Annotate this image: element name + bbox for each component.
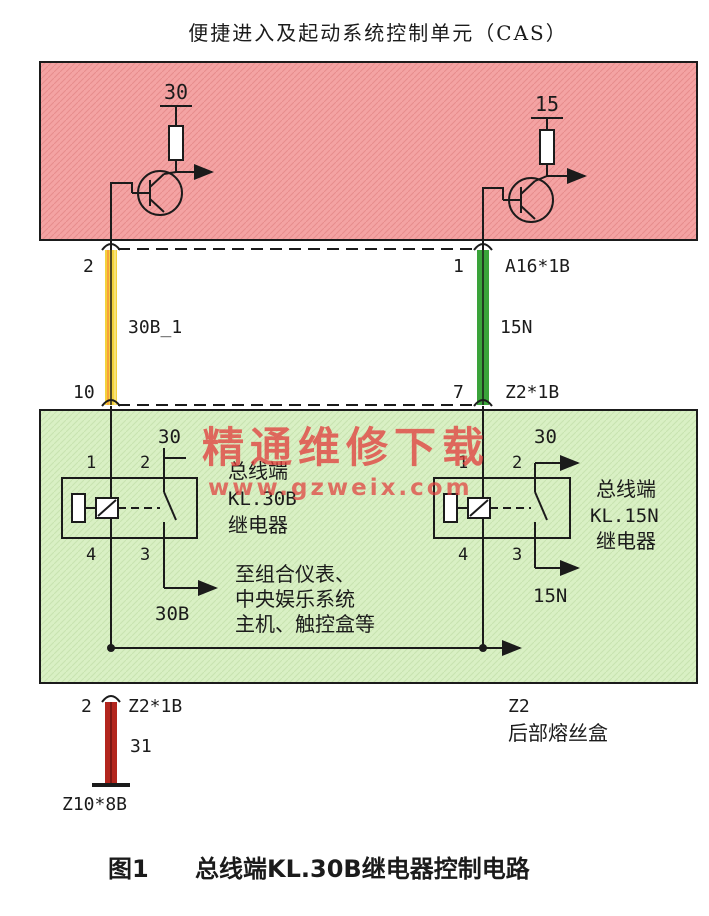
wire-30b-1-label: 30B_1 — [128, 317, 182, 338]
kl15n-relay-coil — [443, 478, 548, 538]
kl15n-pin-3: 3 — [512, 545, 522, 565]
kl30b-relay-coil — [71, 478, 177, 538]
kl30b-pin-4: 4 — [86, 545, 96, 565]
fusebox-pin-10-connector — [101, 399, 121, 407]
kl30b-pin-2: 2 — [140, 453, 150, 473]
kl30b-relay-box — [61, 477, 198, 539]
kl15n-pin-2: 2 — [512, 453, 522, 473]
ground-bus-junction-right — [479, 644, 487, 652]
cas-right-supply-label: 15 — [535, 92, 559, 116]
watermark-line2: www.gzweix.com — [208, 475, 473, 501]
kl15n-supply-label: 30 — [534, 426, 557, 448]
kl30b-output-note-line2: 中央娱乐系统 — [235, 587, 355, 611]
fusebox-bottom-connector-label: Z2*1B — [128, 696, 182, 717]
right-relay-wiring — [482, 406, 580, 648]
figure-title: 总线端KL.30B继电器控制电路 — [195, 855, 531, 883]
cas-control-unit-box — [39, 61, 698, 241]
kl30b-output-note-line1: 至组合仪表、 — [235, 562, 355, 586]
kl15n-pin-4: 4 — [458, 545, 468, 565]
fusebox-left-pin: 10 — [73, 382, 95, 403]
wire-15n-label: 15N — [500, 317, 533, 338]
fusebox-right-connector-label: Z2*1B — [505, 382, 559, 403]
kl15n-label-line2: KL.15N — [590, 505, 659, 527]
ground-connector-label: Z10*8B — [62, 794, 127, 815]
kl30b-label-line1: 总线端 — [228, 459, 288, 483]
watermark-line1: 精通维修下载 — [202, 423, 490, 472]
cas-right-pin: 1 — [453, 256, 464, 277]
fuse-box-name: Z2 — [508, 696, 530, 717]
kl15n-relay-box — [433, 477, 571, 539]
ground-bus-junction-left — [107, 644, 115, 652]
cas-right-output-stage — [482, 117, 587, 250]
fusebox-bottom-pin-connector — [101, 695, 121, 703]
kl15n-label-line3: 继电器 — [596, 529, 656, 553]
kl30b-supply-label: 30 — [158, 426, 181, 448]
fusebox-pin-7-connector — [473, 399, 493, 407]
kl30b-label-line2: KL.30B — [228, 488, 297, 510]
cas-title: 便捷进入及起动系统控制单元（CAS） — [188, 21, 567, 45]
wire-31-label: 31 — [130, 736, 152, 757]
cas-left-output-stage — [110, 105, 214, 250]
kl15n-pin-1: 1 — [458, 453, 468, 473]
cas-pin-1-connector — [473, 243, 493, 251]
kl30b-pin-1: 1 — [86, 453, 96, 473]
fuse-box-description: 后部熔丝盒 — [508, 721, 608, 745]
kl30b-pin-3: 3 — [140, 545, 150, 565]
figure-number: 图1 — [108, 855, 149, 883]
kl15n-output-label: 15N — [533, 585, 567, 607]
fusebox-bottom-pin: 2 — [81, 696, 92, 717]
kl15n-label-line1: 总线端 — [596, 477, 656, 501]
cas-left-supply-label: 30 — [164, 80, 188, 104]
cas-pin-2-connector — [101, 243, 121, 251]
wire-30b-1 — [105, 250, 117, 405]
kl30b-label-line3: 继电器 — [228, 513, 288, 537]
fusebox-right-pin: 7 — [453, 382, 464, 403]
cas-right-connector-label: A16*1B — [505, 256, 570, 277]
kl30b-output-note-line3: 主机、触控盒等 — [235, 612, 375, 636]
rear-fuse-box — [39, 409, 698, 684]
kl30b-output-label: 30B — [155, 603, 189, 625]
cas-left-pin: 2 — [83, 256, 94, 277]
